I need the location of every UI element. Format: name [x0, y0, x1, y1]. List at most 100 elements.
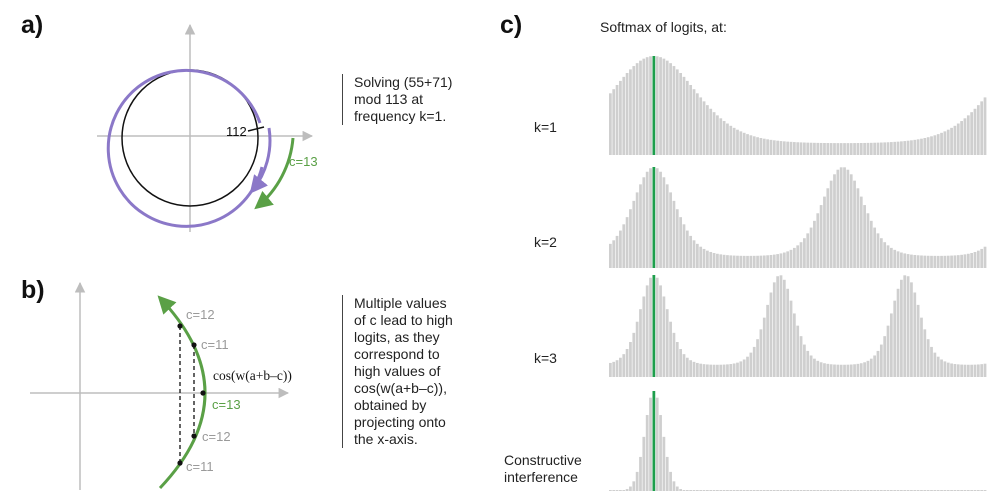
- logit-bar: [896, 288, 900, 377]
- logit-bar: [632, 481, 636, 491]
- logit-bar: [702, 248, 706, 268]
- logit-bar: [629, 486, 632, 491]
- logit-bar: [759, 490, 763, 491]
- logit-bar: [609, 362, 612, 377]
- logit-bar: [685, 357, 689, 377]
- logit-bar: [936, 134, 940, 155]
- logit-bar: [796, 325, 800, 377]
- logit-bar: [869, 490, 873, 491]
- logit-bar: [675, 209, 679, 268]
- logit-bar: [709, 364, 713, 377]
- histogram-row: [609, 275, 987, 377]
- logit-bar: [883, 336, 887, 377]
- logit-bar: [940, 490, 943, 491]
- logit-bar: [736, 129, 739, 155]
- logit-bar: [953, 490, 957, 491]
- caption-b-line: cos(w(a+b–c)),: [354, 380, 447, 396]
- logit-bar: [669, 63, 672, 155]
- logit-bar: [973, 108, 977, 155]
- logit-bar: [645, 285, 649, 377]
- logit-bar: [619, 490, 622, 491]
- point-c13: [200, 390, 206, 396]
- caption-b-line: the x-axis.: [354, 431, 418, 447]
- logit-bar: [609, 243, 612, 268]
- logit-bar: [873, 142, 877, 155]
- logit-bar: [903, 253, 907, 268]
- logit-bar: [682, 354, 686, 377]
- logit-bar: [829, 143, 833, 155]
- logit-bar: [625, 349, 629, 377]
- logit-bar: [662, 436, 666, 491]
- logit-bar: [766, 304, 769, 377]
- logit-bar: [809, 355, 813, 377]
- correct-answer-bar: [652, 167, 656, 268]
- logit-bar: [826, 188, 830, 268]
- logit-bar: [863, 205, 866, 268]
- logit-bar: [916, 304, 920, 377]
- caption-b-line: of c lead to high: [354, 312, 453, 328]
- logit-bar: [782, 252, 786, 268]
- logit-bar: [632, 332, 636, 377]
- logit-bar: [739, 255, 743, 268]
- tick-112-label: 112: [226, 124, 247, 139]
- logit-bar: [732, 490, 736, 491]
- label-c11-top: c=11: [201, 337, 229, 352]
- logit-bar: [699, 246, 703, 268]
- logit-bar: [726, 123, 729, 155]
- logit-bar: [893, 490, 897, 491]
- logit-bar: [926, 339, 930, 377]
- logit-bar: [856, 490, 860, 491]
- logit-bar: [906, 276, 910, 377]
- row-label-k3: k=3: [534, 350, 557, 367]
- logit-bar: [849, 174, 853, 268]
- correct-answer-bar: [652, 56, 656, 155]
- row-label-text: k=3: [534, 350, 557, 366]
- logit-bar: [749, 352, 753, 377]
- correct-answer-bar: [652, 391, 656, 491]
- logit-bar: [936, 490, 940, 491]
- logit-bar: [732, 127, 736, 155]
- logit-bar: [886, 142, 890, 155]
- logit-bar: [796, 142, 800, 155]
- logit-bar: [712, 364, 716, 377]
- logit-bar: [879, 142, 883, 155]
- row-label-text: interference: [504, 469, 578, 485]
- logit-bar: [816, 360, 820, 377]
- logit-bar: [635, 192, 639, 268]
- logit-bar: [950, 127, 953, 155]
- logit-bar: [659, 285, 662, 377]
- logit-bar: [706, 250, 709, 268]
- caption-a-line: frequency k=1.: [354, 108, 447, 124]
- logit-bar: [742, 490, 746, 491]
- logit-bar: [752, 490, 756, 491]
- logit-bar: [622, 490, 626, 491]
- logit-bar: [946, 362, 950, 377]
- logit-bar: [685, 490, 689, 491]
- caption-a-line: mod 113 at: [354, 91, 424, 107]
- logit-bar: [923, 329, 927, 377]
- logit-bar: [896, 251, 900, 268]
- logit-bar: [843, 364, 846, 377]
- logit-bar: [622, 76, 626, 155]
- logit-bar: [739, 131, 743, 155]
- logit-bar: [669, 321, 672, 377]
- logit-bar: [789, 300, 793, 377]
- logit-bar: [665, 184, 669, 268]
- logit-bar: [699, 363, 703, 377]
- logit-bar: [629, 69, 632, 155]
- panel-c-label: c): [500, 11, 523, 39]
- logit-bar: [756, 339, 759, 377]
- point-c11-bottom: [177, 460, 183, 466]
- logit-bar: [873, 490, 877, 491]
- logit-bar: [849, 490, 853, 491]
- logit-bar: [776, 254, 780, 268]
- logit-bar: [729, 255, 733, 268]
- logit-bar: [980, 248, 984, 268]
- logit-bar: [772, 254, 776, 268]
- logit-bar: [893, 300, 897, 377]
- rotation-arc-tail: [249, 127, 272, 194]
- logit-bar: [956, 364, 960, 377]
- logit-bar: [669, 192, 672, 268]
- logit-bar: [879, 344, 883, 377]
